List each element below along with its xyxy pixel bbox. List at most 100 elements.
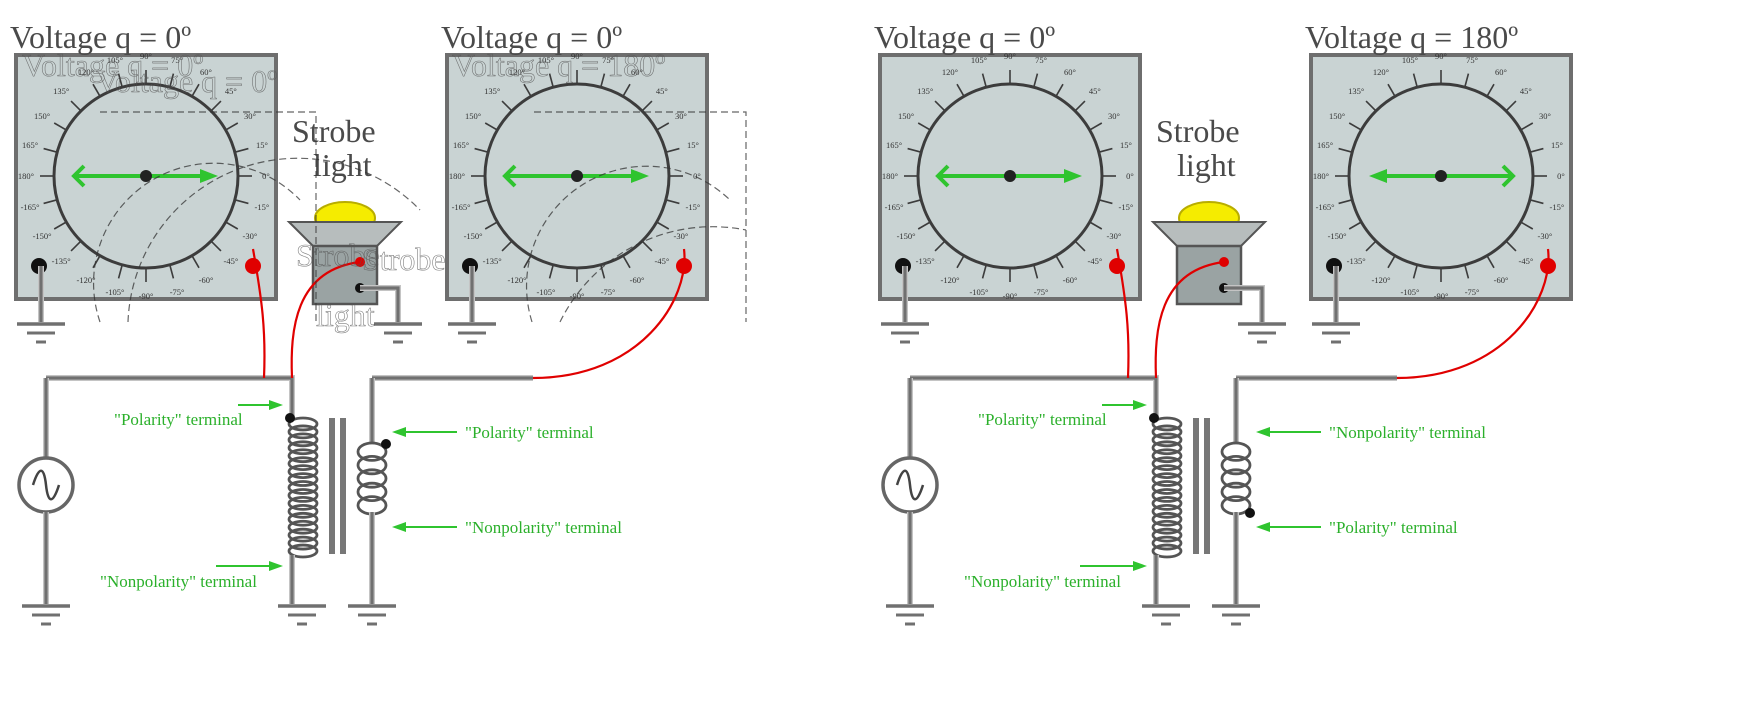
voltage-meter-secondary-scale-label: 0° [1557,171,1565,181]
voltage-meter-secondary-tick [548,73,554,88]
voltage-meter-primary-tick [210,240,222,252]
voltage-meter-secondary-needle-arrow [1369,169,1387,183]
strobe-label-line1: Strobe [1156,113,1240,149]
voltage-meter-secondary-scale-label: 45° [656,86,668,96]
voltage-meter-primary-scale-label: 150° [34,111,50,121]
voltage-meter-secondary-needle-feather [502,164,517,188]
secondary-winding [356,441,388,516]
voltage-meter-secondary-scale-label: -45° [654,256,669,266]
primary-winding [1151,416,1183,559]
primary-winding-turn [287,488,319,503]
primary-polarity-arrow-head [1133,400,1147,410]
voltage-meter-secondary-scale-label: -150° [1328,231,1347,241]
primary-winding-turn [287,511,319,527]
probe-lead-strobe [290,260,361,379]
voltage-meter-primary-scale-label: -90° [1003,291,1018,301]
voltage-meter-primary-tick [917,122,931,131]
voltage-meter-primary-tick [1098,147,1113,153]
probe-lead-primary-meter [1115,248,1130,379]
voltage-meter-primary-scale-label: -15° [255,202,270,212]
primary-winding-turn [287,519,319,535]
voltage-meter-primary-scale-label: 0° [1126,171,1134,181]
voltage-meter-primary-scale-label: 15° [1120,140,1132,150]
voltage-meter-secondary-scale-label: -105° [536,287,555,297]
voltage-meter-primary-tick [907,147,922,153]
primary-winding-turn [1151,496,1183,511]
voltage-meter-secondary-tick [656,122,670,131]
voltage-meter-primary-tick [191,83,200,97]
voltage-meter-secondary-tick [656,221,670,230]
primary-nonpolarity-label: "Nonpolarity" terminal [964,572,1121,591]
voltage-meter-secondary-scale-label: 15° [687,140,699,150]
voltage-meter-primary-tick [210,100,222,112]
voltage-meter-primary-tick [53,122,67,131]
secondary-winding-turn [356,481,388,502]
source-ground [22,604,70,626]
primary-winding-turn [1151,416,1183,432]
voltage-meter-secondary-tick [1520,221,1534,230]
voltage-meter-secondary-scale-label: 180° [449,171,465,181]
voltage-meter-secondary: 0°15°30°45°60°75°90°105°120°135°150°165°… [1305,19,1573,301]
voltage-meter-primary-scale-label: -135° [916,256,935,266]
voltage-meter-secondary-tick [1348,221,1362,230]
voltage-meter-primary-tick [70,240,82,252]
strobe-ground-lead [1224,286,1264,322]
voltage-meter-primary-tick [981,73,987,88]
voltage-meter-secondary-tick [484,122,498,131]
voltage-meter-secondary-tick [501,100,513,112]
primary-winding-turn [287,527,319,543]
primary-winding-turn [1151,440,1183,456]
voltage-meter-secondary-tick [622,255,631,269]
strobe-label-line2: light [1177,147,1236,183]
voltage-meter-secondary-tick [665,147,680,153]
voltage-meter-primary-tick [117,73,123,88]
voltage-meter-primary-tick [981,264,987,279]
voltage-meter-secondary-scale-label: 75° [602,55,614,65]
core-bar-1 [1193,418,1199,554]
primary-winding-turn [287,503,319,519]
voltage-meter-primary-scale-label: 30° [1108,111,1120,121]
voltage-meter-secondary-scale-label: -135° [1347,256,1366,266]
strobe-reflector [1150,221,1268,247]
primary-winding-turn [287,535,319,551]
primary-winding-turn [1151,424,1183,440]
voltage-meter-secondary-scale-label: 135° [1348,86,1364,96]
ghost-dashed-1 [100,111,317,322]
ghost-title-2: Voltage q = 0º [96,63,277,99]
voltage-meter-primary-needle-arrow [200,169,218,183]
voltage-meter-primary-tick [234,199,249,205]
voltage-meter-primary-needle-feather [935,164,950,188]
ghost-title-1: Voltage q = 0º [22,47,203,83]
voltage-meter-secondary-scale-label: -120° [1372,275,1391,285]
voltage-meter-primary-scale-label: -45° [223,256,238,266]
voltage-meter-primary-scale-label: -75° [170,287,185,297]
voltage-meter-secondary-scale-label: 45° [1520,86,1532,96]
voltage-meter-secondary-tick [484,221,498,230]
primary-polarity-label: "Polarity" terminal [114,410,243,429]
core-bar-1 [329,418,335,554]
ghost-title-3: Voltage q = 180º [452,47,665,83]
voltage-meter-secondary-tick [622,83,631,97]
voltage-meter-secondary-scale-label: 165° [1317,140,1333,150]
ghost-arc-3 [525,165,731,323]
primary-winding-turn [287,480,319,495]
voltage-meter-primary-scale-label: -165° [21,202,40,212]
primary-nonpolarity-arrow-head [1133,561,1147,571]
voltage-meter-primary-scale-label: 90° [1004,51,1016,61]
voltage-meter-secondary-scale-label: 165° [453,140,469,150]
panel-left: 0°15°30°45°60°75°90°105°120°135°150°165°… [10,19,709,626]
voltage-meter-secondary-scale-label: -60° [1494,275,1509,285]
primary-meter-ground [881,322,929,344]
voltage-meter-primary-scale-label: 15° [256,140,268,150]
strobe-ground-lead [360,286,400,322]
voltage-meter-secondary-scale-label: -15° [686,202,701,212]
voltage-meter-secondary-tick [1348,122,1362,131]
probe-lead-secondary-meter [532,248,686,380]
voltage-meter-secondary-scale-label: 180° [1313,171,1329,181]
voltage-meter-secondary-scale-label: -30° [674,231,689,241]
voltage-meter-secondary-scale-label: -120° [508,275,527,285]
secondary-top-label: "Nonpolarity" terminal [1329,423,1486,442]
voltage-meter-primary-title: Voltage q = 0º [10,19,191,55]
secondary-polarity-dot [1245,508,1255,518]
voltage-meter-secondary-tick [641,240,653,252]
